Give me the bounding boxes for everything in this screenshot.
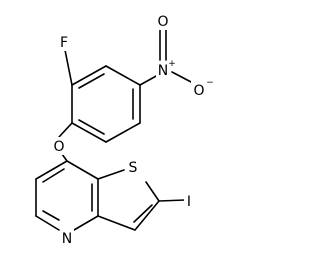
bond-pyridine-double-1 [42,168,65,183]
pyridine-nitrogen-label-bg [60,229,74,247]
nitro-oxygen-top-label: O [157,14,168,30]
nitro-nitrogen-charge: + [168,59,176,69]
ether-oxygen-label-bg [51,137,67,155]
nitro-oxygen-right-charge: − [206,78,214,88]
bond-c-o-ether [58,122,73,138]
bond-benzene-double-1 [78,73,105,89]
bond-benzene-c3-c4 [71,122,107,143]
sulfur-label-bg [126,158,140,176]
bond-benzene-c6-c1 [105,65,141,86]
nitro-oxygen-top-label-bg [155,12,171,30]
bond-c2-i [158,199,186,202]
bond-c7a-c7 [66,160,99,180]
bond-thiophene-double [133,204,153,223]
bond-c-nitro-n [139,74,159,86]
bond-c5-n4 [35,215,60,231]
bonds [35,29,194,231]
bond-c-f [64,49,73,86]
iodine-label: I [187,194,191,210]
bond-pyridine-double-2 [42,210,60,221]
bond-benzene-c4-c5 [105,122,141,143]
atom-labels: F N + O O − O S I N [51,12,214,247]
iodine-label-bg [184,192,194,210]
bond-s-c2 [145,181,160,202]
ether-oxygen-label: O [53,139,64,155]
bond-n4-c3a [73,215,99,231]
nitro-nitrogen-label-bg [156,61,170,79]
bond-benzene-double-2 [78,119,105,135]
pyridine-nitrogen-label: N [62,231,72,247]
nitro-oxygen-right-label-bg [191,81,207,99]
fluorine-label-bg [57,33,71,51]
chemical-structure-diagram: F N + O O − O S I N [35,12,214,247]
bond-benzene-c1-c2 [71,65,107,86]
nitro-nitrogen-label: N [158,63,168,79]
bond-c7a-s [97,169,125,180]
bond-c7-c6 [35,160,68,180]
sulfur-label: S [129,160,138,176]
bond-c3-c3a [97,215,136,231]
fluorine-label: F [60,35,68,51]
bond-n-o-right [171,71,194,84]
bond-o-ether-c [61,153,68,162]
bond-c2-c3 [134,200,160,231]
nitro-oxygen-right-label: O [193,83,204,99]
